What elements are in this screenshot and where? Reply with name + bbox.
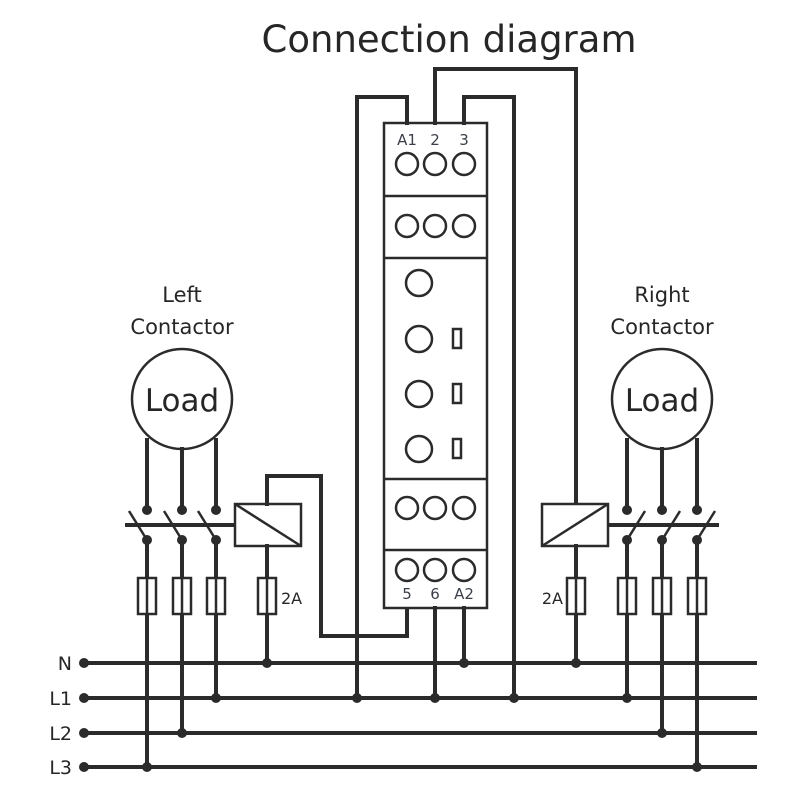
terminal-row5-2 xyxy=(422,495,448,521)
right-coil-fuse-rating: 2A xyxy=(542,589,563,608)
terminal-row5-1 xyxy=(394,495,420,521)
terminal-label-a2: A2 xyxy=(454,585,474,603)
terminal-6 xyxy=(422,557,448,583)
wire-3-to-l1 xyxy=(462,95,516,700)
terminal-label-2: 2 xyxy=(430,131,440,149)
bus-terminal-n xyxy=(79,658,89,668)
relay-housing xyxy=(382,121,489,610)
terminal-3 xyxy=(451,151,477,177)
terminal-row5-3 xyxy=(451,495,477,521)
left-coil-control-wire xyxy=(265,474,409,638)
left-contactor-label-line1: Left xyxy=(162,283,202,307)
terminal-label-6: 6 xyxy=(430,585,440,603)
indicator-led-1 xyxy=(451,327,463,350)
indicator-led-3 xyxy=(451,437,463,460)
right-contactor: Right Contactor Load xyxy=(540,283,719,772)
terminal-row2-2 xyxy=(422,213,448,239)
left-contactor-label-line2: Contactor xyxy=(130,315,234,339)
right-contactor-label-line1: Right xyxy=(634,283,689,307)
wire-2-to-right-coil xyxy=(433,67,578,506)
terminal-2 xyxy=(422,151,448,177)
left-contactor: Left Contactor Load xyxy=(125,283,409,772)
relay-module: A1 2 3 5 6 A2 xyxy=(382,121,489,610)
right-load-label: Load xyxy=(625,383,699,419)
bus-label-l2: L2 xyxy=(49,723,72,745)
bus-label-l3: L3 xyxy=(49,757,72,779)
terminal-row2-1 xyxy=(394,213,420,239)
left-coil-fuse-rating: 2A xyxy=(281,589,302,608)
right-contact-switches xyxy=(607,505,719,545)
bus-label-n: N xyxy=(58,653,72,675)
relay-knob-1 xyxy=(404,268,434,298)
right-contactor-label-line2: Contactor xyxy=(610,315,714,339)
relay-knob-4 xyxy=(404,434,434,464)
terminal-row2-3 xyxy=(451,213,477,239)
bus-lines: N L1 L2 L3 xyxy=(49,653,757,779)
left-contact-switches xyxy=(125,505,238,545)
terminal-a2 xyxy=(451,557,477,583)
relay-wiring xyxy=(352,67,578,703)
terminal-a1 xyxy=(394,151,420,177)
wire-a1-to-l1 xyxy=(355,95,409,700)
bus-terminal-l3 xyxy=(79,762,89,772)
terminal-5 xyxy=(394,557,420,583)
bus-terminal-l2 xyxy=(79,728,89,738)
terminal-label-a1: A1 xyxy=(397,131,417,149)
terminal-label-5: 5 xyxy=(402,585,412,603)
diagram-title: Connection diagram xyxy=(262,18,637,61)
relay-knob-3 xyxy=(404,379,434,409)
left-load-label: Load xyxy=(145,383,219,419)
bus-terminal-l1 xyxy=(79,693,89,703)
bus-label-l1: L1 xyxy=(49,688,72,710)
indicator-led-2 xyxy=(451,382,463,405)
relay-knob-2 xyxy=(404,324,434,354)
terminal-label-3: 3 xyxy=(459,131,469,149)
